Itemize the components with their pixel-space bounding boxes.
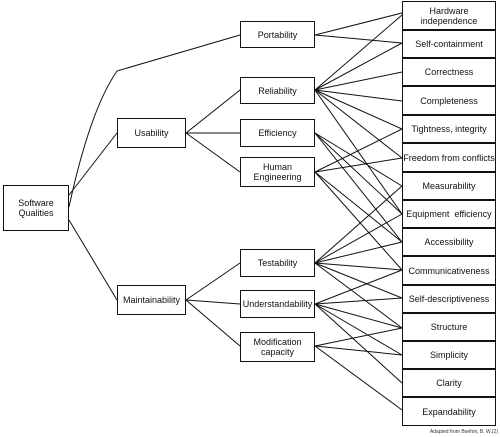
node-portability: Portability xyxy=(240,21,315,48)
edge-usability-human-engineering xyxy=(185,132,241,173)
node-testability: Testability xyxy=(240,249,315,277)
edge-root-maintainability xyxy=(68,219,118,301)
leaf-correctness: Correctness xyxy=(402,58,496,86)
edge-maintainability-understandability xyxy=(185,299,241,305)
leaf-accessibility: Accessibility xyxy=(402,228,496,256)
leaf-simplicity: Simplicity xyxy=(402,341,496,369)
edge-usability-reliability xyxy=(185,89,241,134)
leaf-self-descriptiveness: Self-descriptiveness xyxy=(402,285,496,313)
leaf-clarity: Clarity xyxy=(402,369,496,397)
edge-maintainability-modification xyxy=(185,299,241,347)
node-usability: Usability xyxy=(117,118,186,148)
leaf-measurability: Measurability xyxy=(402,172,496,200)
node-understandability: Understandability xyxy=(240,290,315,318)
source-credit: Adapted from Boehm, B. W.(2) xyxy=(429,429,498,435)
leaf-freedom-from-conflicts: Freedom from conflicts xyxy=(402,143,496,172)
leaf-tightness-integrity: Tightness, integrity xyxy=(402,115,496,143)
leaf-expandability: Expandability xyxy=(402,397,496,426)
node-maintainability: Maintainability xyxy=(117,285,186,315)
leaf-hardware-independence: Hardware independence xyxy=(402,1,496,30)
node-efficiency: Efficiency xyxy=(240,119,315,147)
leaf-self-containment: Self-containment xyxy=(402,30,496,58)
leaf-structure: Structure xyxy=(402,313,496,341)
leaf-equipment-efficiency: Equipment efficiency xyxy=(402,200,496,228)
leaf-completeness: Completeness xyxy=(402,86,496,115)
node-human-engineering: Human Engineering xyxy=(240,157,315,187)
edge-root-portability xyxy=(68,34,241,208)
edge-maintainability-testability xyxy=(185,262,241,301)
node-modification-capacity: Modification capacity xyxy=(240,332,315,362)
edge-root-usability xyxy=(68,132,118,196)
node-reliability: Reliability xyxy=(240,77,315,104)
leaf-communicativeness: Communicativeness xyxy=(402,256,496,285)
node-software-qualities: Software Qualities xyxy=(3,185,69,231)
